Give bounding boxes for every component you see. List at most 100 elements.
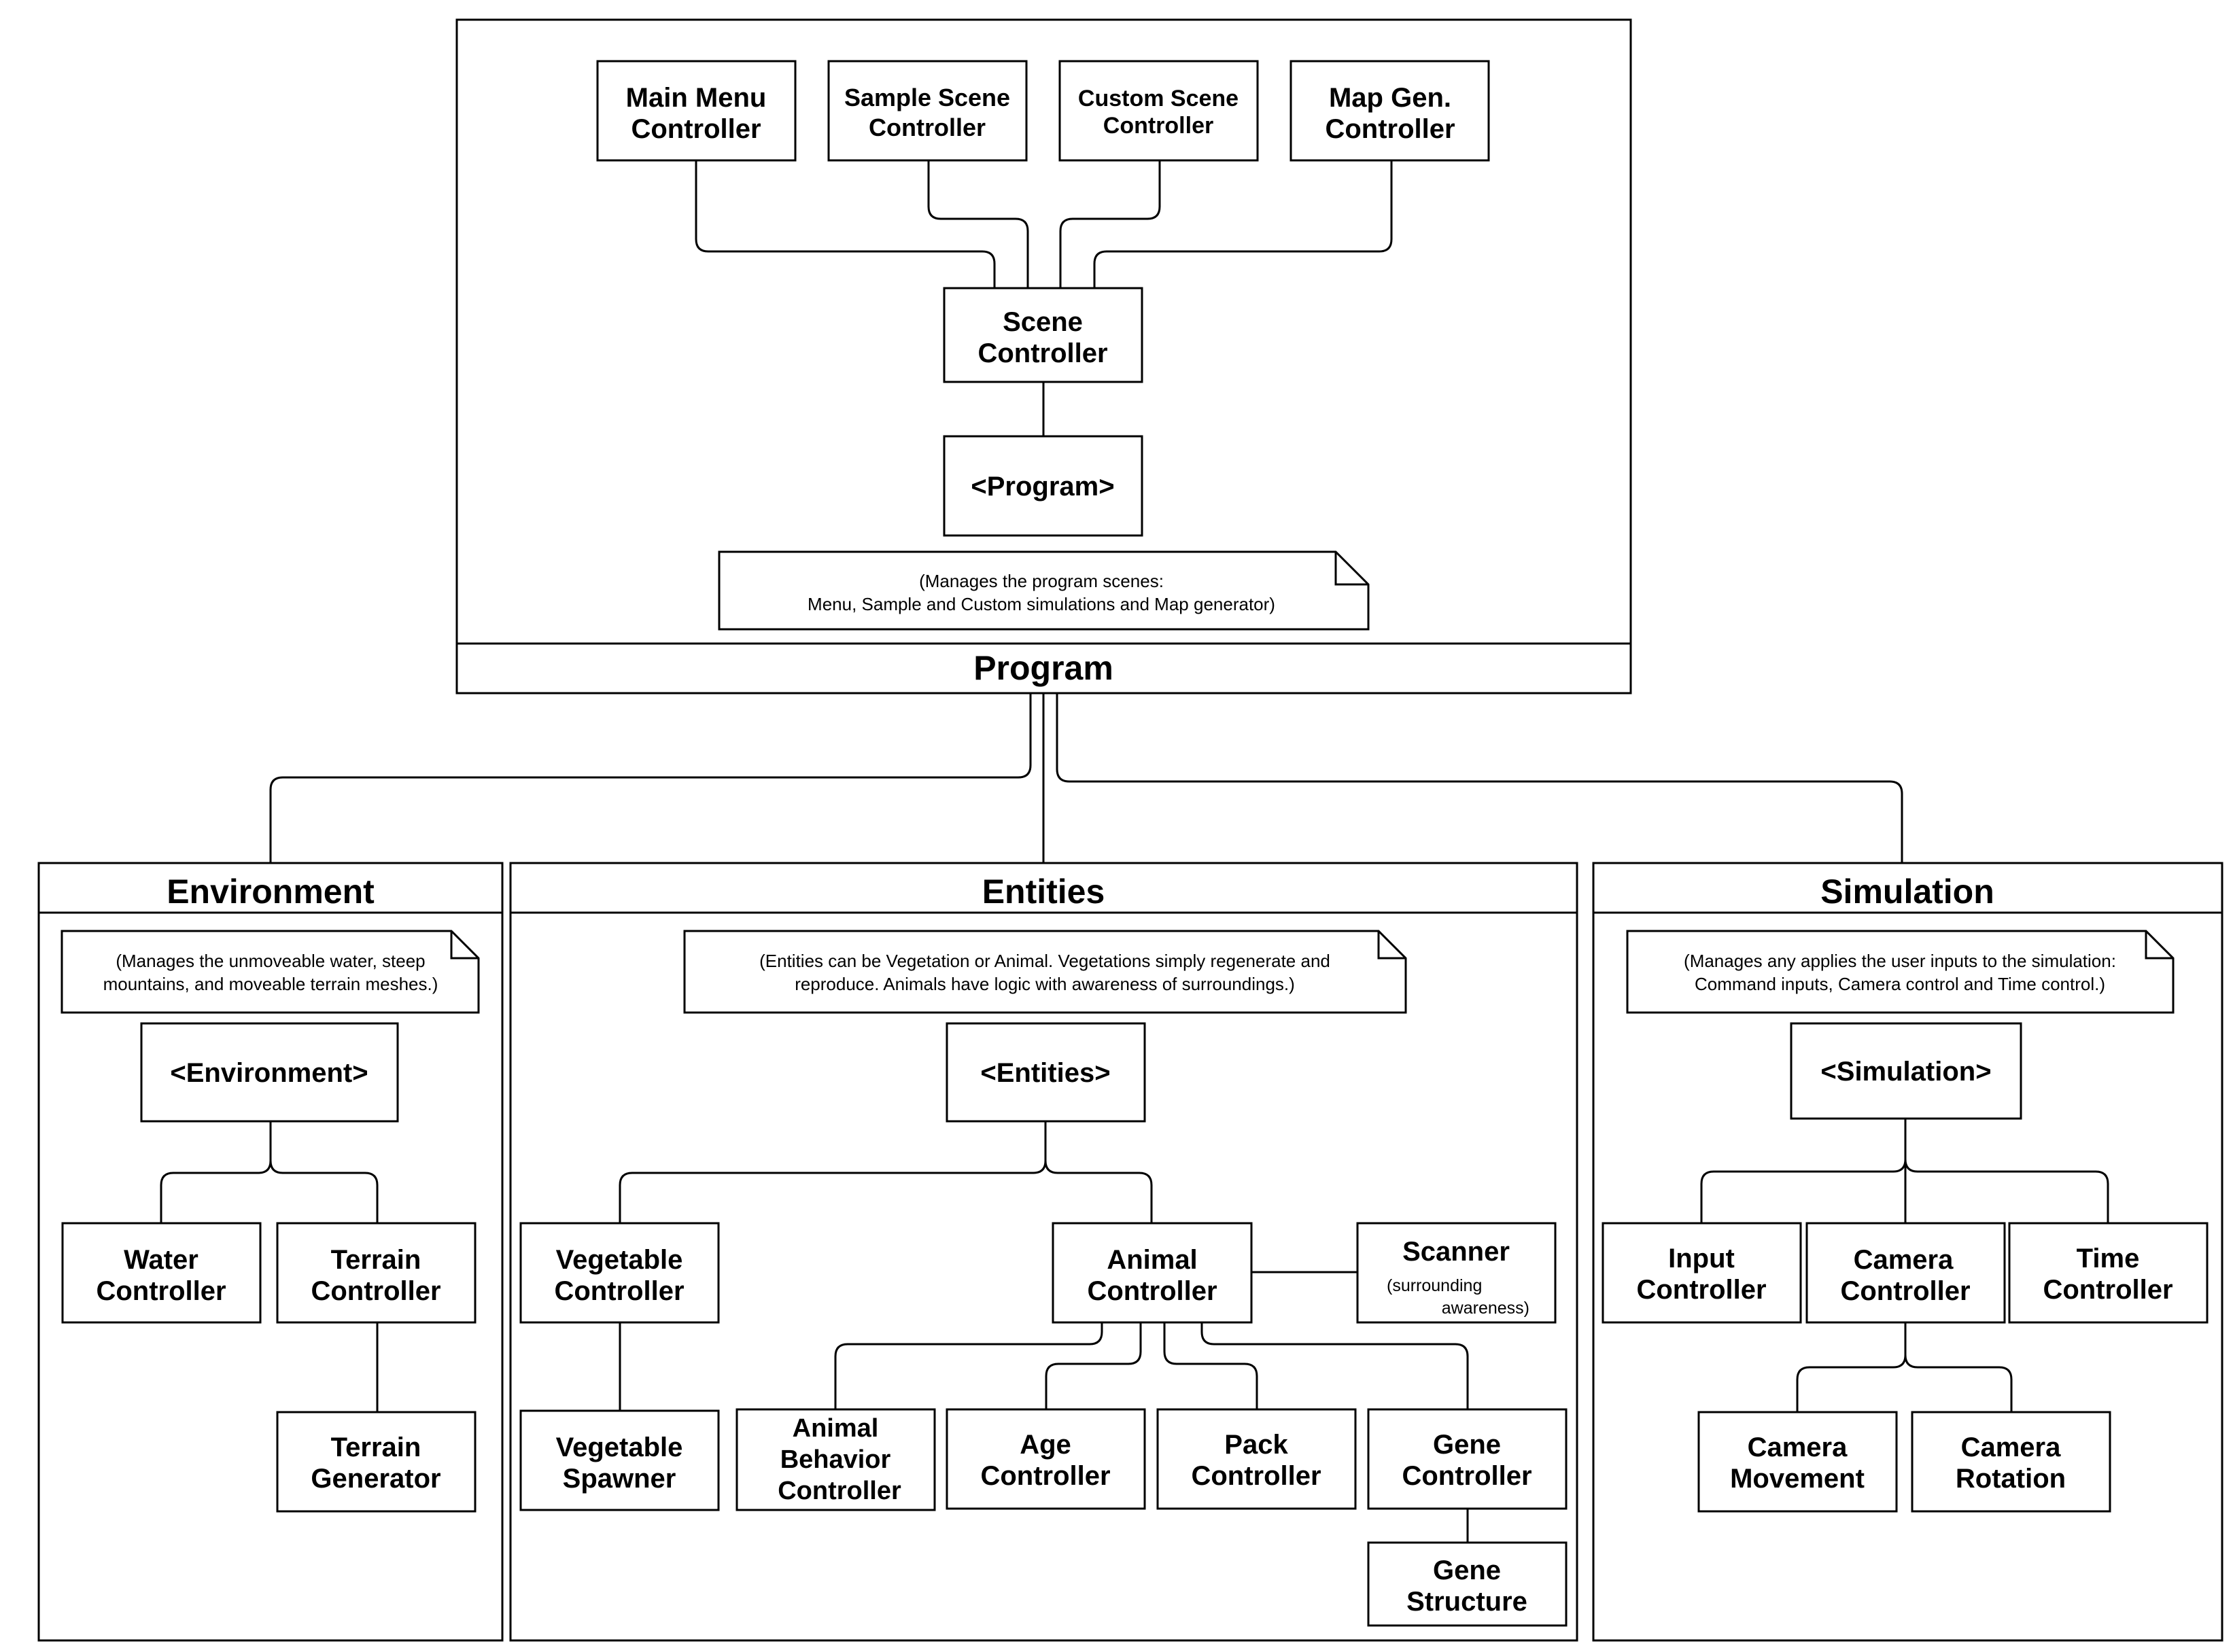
- svg-text:Command inputs, Camera control: Command inputs, Camera control and Time …: [1695, 974, 2105, 994]
- svg-text:Main Menu: Main Menu: [626, 83, 767, 113]
- svg-text:Controller: Controller: [1840, 1276, 1970, 1306]
- svg-text:Sample Scene: Sample Scene: [844, 84, 1010, 111]
- svg-text:Controller: Controller: [778, 1477, 901, 1505]
- program-note: (Manages the program scenes: Menu, Sampl…: [718, 550, 1370, 631]
- simulation-note: (Manages any applies the user inputs to …: [1626, 930, 2175, 1014]
- gene-structure-box: Gene Structure: [1367, 1541, 1568, 1627]
- svg-text:<Environment>: <Environment>: [170, 1058, 368, 1088]
- pack-controller-box: Pack Controller: [1156, 1408, 1357, 1510]
- environment-frame: [37, 862, 504, 1642]
- svg-text:Behavior: Behavior: [780, 1445, 891, 1474]
- svg-text:(Manages any applies the user: (Manages any applies the user inputs to …: [1684, 951, 2116, 971]
- svg-text:Animal: Animal: [793, 1414, 879, 1443]
- svg-text:Controller: Controller: [631, 114, 761, 144]
- svg-text:Controller: Controller: [1191, 1461, 1321, 1491]
- scanner-box: Scanner (surrounding awareness): [1356, 1222, 1557, 1324]
- environment-note: (Manages the unmoveable water, steep mou…: [60, 930, 480, 1014]
- svg-text:Controller: Controller: [2043, 1275, 2173, 1305]
- svg-text:(Manages the unmoveable water,: (Manages the unmoveable water, steep: [116, 951, 425, 971]
- svg-text:Terrain: Terrain: [331, 1433, 421, 1462]
- svg-text:reproduce. Animals have logic: reproduce. Animals have logic with aware…: [795, 974, 1295, 994]
- environment-connectors: [160, 1121, 379, 1412]
- svg-text:Controller: Controller: [977, 338, 1107, 368]
- svg-text:Controller: Controller: [1402, 1461, 1531, 1491]
- simulation-connectors: [1700, 1119, 2109, 1412]
- vegetable-spawner-box: Vegetable Spawner: [519, 1409, 720, 1511]
- gene-controller-box: Gene Controller: [1367, 1408, 1568, 1510]
- svg-text:(Entities can be Vegetation or: (Entities can be Vegetation or Animal. V…: [759, 951, 1330, 971]
- main-menu-controller-box: Main Menu Controller: [596, 60, 797, 162]
- custom-scene-controller-box: Custom Scene Controller: [1058, 60, 1259, 162]
- sample-scene-controller-box: Sample Scene Controller: [827, 60, 1028, 162]
- svg-text:Pack: Pack: [1224, 1430, 1288, 1460]
- svg-text:Controller: Controller: [1103, 113, 1213, 139]
- scene-controller-box: Scene Controller: [943, 287, 1143, 383]
- svg-text:<Entities>: <Entities>: [980, 1058, 1110, 1088]
- camera-controller-box: Camera Controller: [1805, 1222, 2006, 1324]
- svg-text:Controller: Controller: [1325, 114, 1455, 144]
- program-stereotype-box: <Program>: [943, 435, 1143, 537]
- svg-text:Scanner: Scanner: [1402, 1237, 1510, 1267]
- svg-text:Controller: Controller: [1636, 1275, 1766, 1305]
- svg-text:Controller: Controller: [869, 113, 986, 141]
- age-controller-box: Age Controller: [946, 1408, 1146, 1510]
- svg-text:Camera: Camera: [1961, 1433, 2062, 1462]
- svg-text:awareness): awareness): [1442, 1299, 1529, 1318]
- svg-text:mountains, and moveable terrai: mountains, and moveable terrain meshes.): [103, 974, 438, 994]
- camera-rotation-box: Camera Rotation: [1911, 1411, 2111, 1513]
- svg-text:Controller: Controller: [554, 1276, 684, 1306]
- entities-package: Entities (Entities can be Vegetation or …: [509, 862, 1578, 1642]
- svg-text:Vegetable: Vegetable: [556, 1433, 683, 1462]
- svg-text:Animal: Animal: [1107, 1245, 1197, 1275]
- time-controller-box: Time Controller: [2008, 1222, 2209, 1324]
- svg-text:<Program>: <Program>: [971, 472, 1114, 502]
- svg-text:(surrounding: (surrounding: [1387, 1276, 1482, 1295]
- svg-text:Camera: Camera: [1854, 1245, 1954, 1275]
- simulation-stereotype-box: <Simulation>: [1790, 1022, 2022, 1120]
- environment-package: Environment (Manages the unmoveable wate…: [37, 862, 504, 1642]
- svg-text:Camera: Camera: [1748, 1433, 1848, 1462]
- package-connectors: [269, 693, 1903, 863]
- entities-frame: [509, 862, 1578, 1642]
- svg-text:Structure: Structure: [1406, 1587, 1527, 1617]
- simulation-title: Simulation: [1820, 873, 1994, 911]
- program-package: Program Main Menu Controller Sample Scen…: [455, 18, 1632, 695]
- animal-controller-box: Animal Controller: [1052, 1222, 1253, 1324]
- simulation-frame: [1592, 862, 2223, 1642]
- environment-title: Environment: [167, 873, 375, 911]
- svg-text:Input: Input: [1668, 1244, 1735, 1273]
- svg-text:Movement: Movement: [1730, 1464, 1865, 1494]
- entities-connectors: [619, 1121, 1469, 1543]
- animal-behavior-controller-box: Animal Behavior Controller: [735, 1408, 936, 1511]
- water-controller-box: Water Controller: [61, 1222, 262, 1324]
- svg-text:(Manages the program scenes:: (Manages the program scenes:: [919, 571, 1164, 591]
- svg-text:Controller: Controller: [311, 1276, 440, 1306]
- svg-text:Controller: Controller: [96, 1276, 226, 1306]
- simulation-package: Simulation (Manages any applies the user…: [1592, 862, 2223, 1642]
- svg-text:Time: Time: [2077, 1244, 2140, 1273]
- camera-movement-box: Camera Movement: [1697, 1411, 1898, 1513]
- svg-text:Spawner: Spawner: [563, 1464, 676, 1494]
- program-title: Program: [973, 649, 1113, 687]
- entities-title: Entities: [982, 873, 1105, 911]
- program-connectors: [695, 160, 1393, 436]
- input-controller-box: Input Controller: [1602, 1222, 1802, 1324]
- svg-text:Age: Age: [1020, 1430, 1071, 1460]
- svg-text:Gene: Gene: [1433, 1556, 1501, 1585]
- entities-stereotype-box: <Entities>: [946, 1022, 1146, 1123]
- svg-text:Map Gen.: Map Gen.: [1329, 83, 1451, 113]
- svg-text:Custom Scene: Custom Scene: [1078, 86, 1239, 111]
- environment-stereotype-box: <Environment>: [140, 1022, 399, 1123]
- svg-text:Gene: Gene: [1433, 1430, 1501, 1460]
- svg-text:Scene: Scene: [1003, 307, 1083, 337]
- svg-text:Vegetable: Vegetable: [556, 1245, 683, 1275]
- svg-text:Terrain: Terrain: [331, 1245, 421, 1275]
- vegetable-controller-box: Vegetable Controller: [519, 1222, 720, 1324]
- map-gen-controller-box: Map Gen. Controller: [1289, 60, 1490, 162]
- svg-text:Rotation: Rotation: [1956, 1464, 2066, 1494]
- terrain-generator-box: Terrain Generator: [276, 1411, 477, 1513]
- svg-text:Generator: Generator: [311, 1464, 440, 1494]
- svg-text:Controller: Controller: [980, 1461, 1110, 1491]
- svg-text:Menu, Sample and Custom simula: Menu, Sample and Custom simulations and …: [808, 594, 1275, 614]
